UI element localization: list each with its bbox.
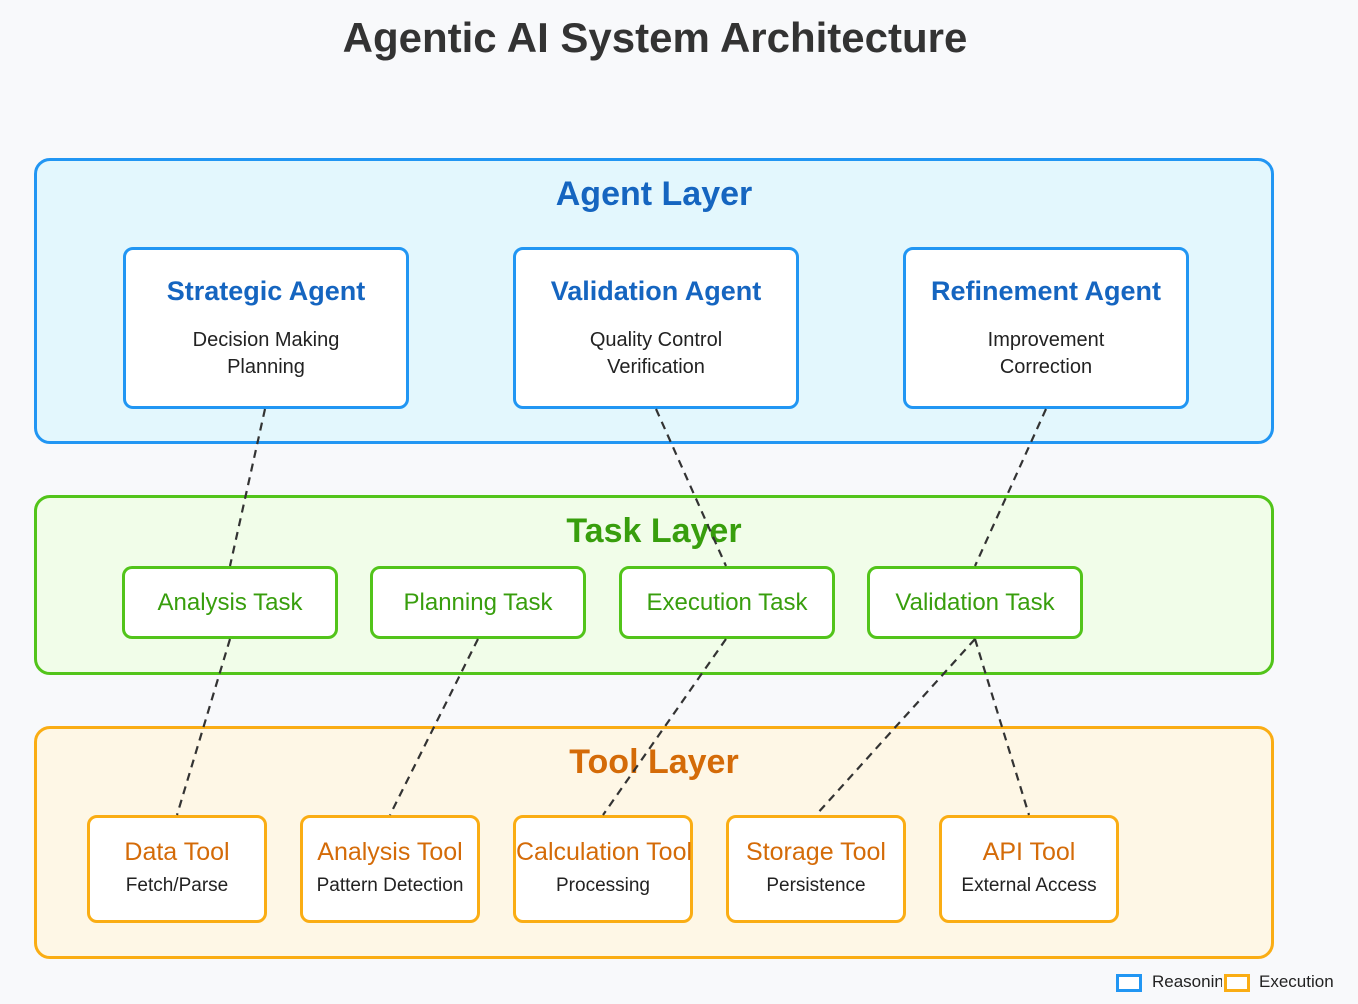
tool-node-calculation: Calculation Tool Processing [513, 815, 693, 923]
tool-name: API Tool [982, 838, 1076, 866]
tool-node-storage: Storage Tool Persistence [726, 815, 906, 923]
task-name: Planning Task [403, 589, 553, 616]
agent-name: Validation Agent [550, 276, 762, 306]
agent-name: Strategic Agent [166, 276, 366, 306]
tool-desc: Pattern Detection [316, 875, 464, 896]
tool-desc: Processing [556, 875, 650, 896]
tool-node-api: API Tool External Access [939, 815, 1119, 923]
task-node-analysis: Analysis Task [122, 566, 338, 639]
legend-swatch-execution [1224, 974, 1250, 992]
agent-node-refinement: Refinement Agent Improvement Correction [903, 247, 1189, 409]
tool-name: Data Tool [124, 838, 230, 866]
agent-desc: Improvement [987, 329, 1105, 351]
diagram-title: Agentic AI System Architecture [342, 14, 968, 61]
agent-name: Refinement Agent [930, 276, 1161, 306]
task-name: Execution Task [646, 589, 808, 616]
agent-desc: Quality Control [589, 329, 723, 351]
tool-layer-title: Tool Layer [569, 743, 739, 781]
agent-layer-title: Agent Layer [555, 175, 753, 213]
task-node-execution: Execution Task [619, 566, 835, 639]
tool-name: Storage Tool [746, 838, 886, 866]
task-layer-title: Task Layer [566, 512, 742, 550]
task-node-validation: Validation Task [867, 566, 1083, 639]
agent-desc: Planning [227, 356, 305, 378]
agent-desc: Decision Making [192, 329, 340, 351]
task-name: Analysis Task [157, 589, 303, 616]
tool-desc: Fetch/Parse [125, 875, 229, 896]
tool-name: Calculation Tool [516, 838, 693, 866]
legend-label-execution: Execution [1259, 972, 1334, 991]
tool-desc: Persistence [766, 875, 866, 896]
task-name: Validation Task [895, 589, 1055, 616]
tool-node-analysis: Analysis Tool Pattern Detection [300, 815, 480, 923]
tool-desc: External Access [961, 875, 1097, 896]
agent-desc: Verification [607, 356, 705, 378]
agent-desc: Correction [999, 356, 1093, 378]
tool-name: Analysis Tool [317, 838, 463, 866]
task-node-planning: Planning Task [370, 566, 586, 639]
agent-node-strategic: Strategic Agent Decision Making Planning [123, 247, 409, 409]
legend-swatch-reasoning [1116, 974, 1142, 992]
agent-node-validation: Validation Agent Quality Control Verific… [513, 247, 799, 409]
tool-node-data: Data Tool Fetch/Parse [87, 815, 267, 923]
legend-label-reasoning: Reasoning [1152, 972, 1222, 991]
